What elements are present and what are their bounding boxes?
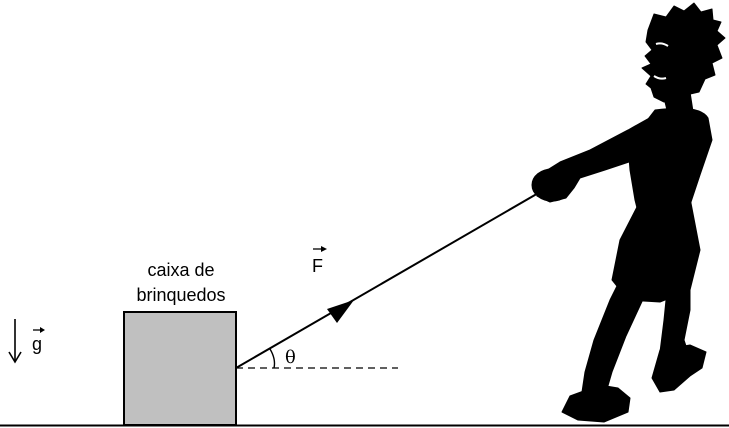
force-arrowhead: [327, 300, 354, 323]
gravity-arrowhead: [8, 351, 22, 364]
gravity-indicator: g: [8, 319, 45, 364]
boy-silhouette: [531, 2, 726, 423]
rope-force-line: [235, 187, 548, 369]
force-symbol: F: [312, 256, 323, 276]
angle-symbol: θ: [285, 347, 296, 368]
box-label-line1: caixa de: [147, 260, 214, 280]
boy-face-details: [653, 42, 669, 80]
box-label-line2: brinquedos: [136, 285, 225, 305]
boy-front-shoe: [651, 344, 707, 393]
boy-head: [641, 2, 726, 103]
gravity-vector-mark: [33, 327, 45, 333]
boy-hands: [531, 168, 573, 202]
gravity-symbol: g: [32, 334, 42, 354]
toy-box: [123, 311, 237, 426]
angle-arc: [269, 348, 276, 369]
force-vector-mark: [313, 246, 327, 252]
boy-back-shoe: [561, 384, 631, 423]
